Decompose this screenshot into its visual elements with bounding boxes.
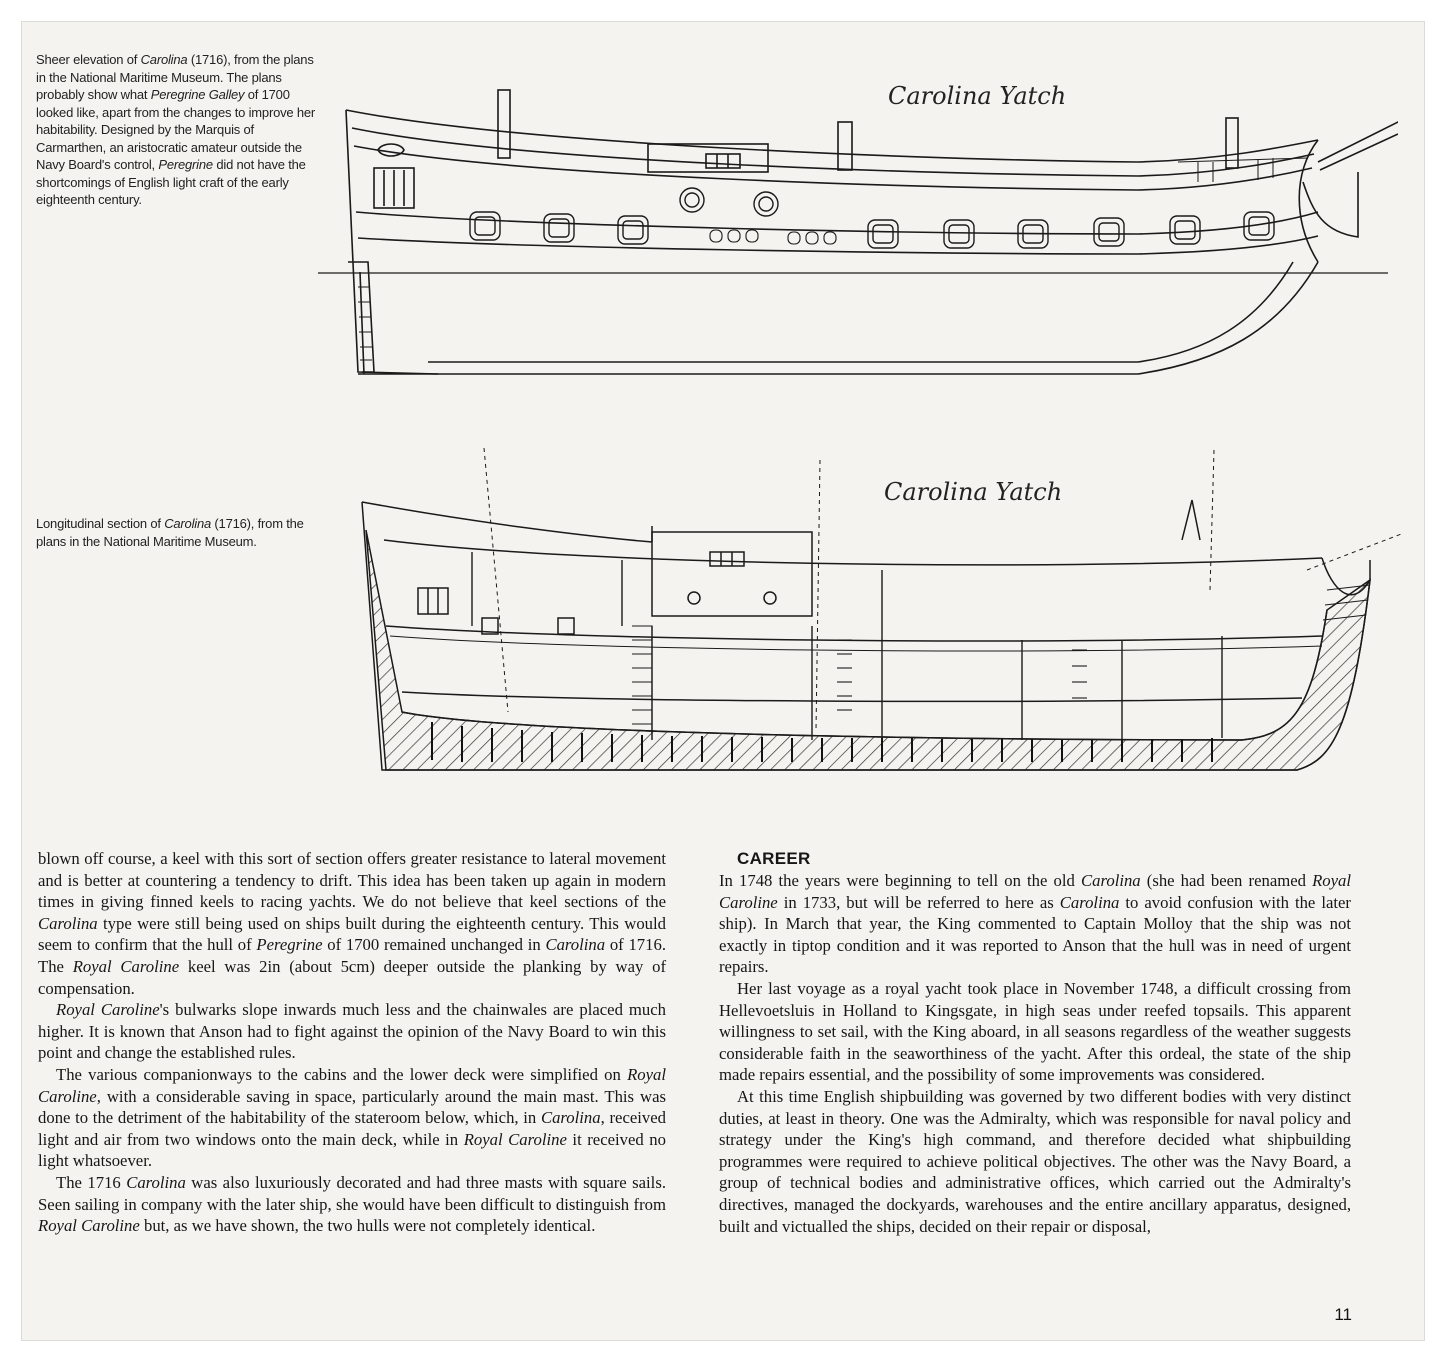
longitudinal-section-caption: Longitudinal section of Carolina (1716),…	[36, 516, 304, 549]
paragraph: Royal Caroline's bulwarks slope inwards …	[38, 1000, 666, 1063]
right-text-column: CAREER In 1748 the years were beginning …	[719, 848, 1351, 1237]
section-drawing-label: Carolina Yatch	[884, 478, 1063, 506]
paragraph: blown off course, a keel with this sort …	[38, 849, 666, 998]
sheer-elevation-drawing	[318, 89, 1398, 375]
left-text-column: blown off course, a keel with this sort …	[38, 848, 666, 1237]
sheer-drawing-label: Carolina Yatch	[888, 82, 1067, 110]
paragraph: In 1748 the years were beginning to tell…	[719, 871, 1352, 977]
paragraph: The various companionways to the cabins …	[38, 1064, 666, 1171]
paragraph: Her last voyage as a royal yacht took pl…	[719, 978, 1351, 1085]
page-number: 11	[1334, 1305, 1352, 1324]
sheer-elevation-caption: Sheer elevation of Carolina (1716), from…	[36, 52, 316, 207]
section-heading: CAREER	[737, 849, 811, 868]
longitudinal-section-drawing	[361, 447, 1402, 771]
book-page: Sheer elevation of Carolina (1716), from…	[22, 22, 1424, 1340]
paragraph: At this time English shipbuilding was go…	[719, 1086, 1351, 1236]
paragraph: The 1716 Carolina was also luxuriously d…	[38, 1172, 666, 1236]
